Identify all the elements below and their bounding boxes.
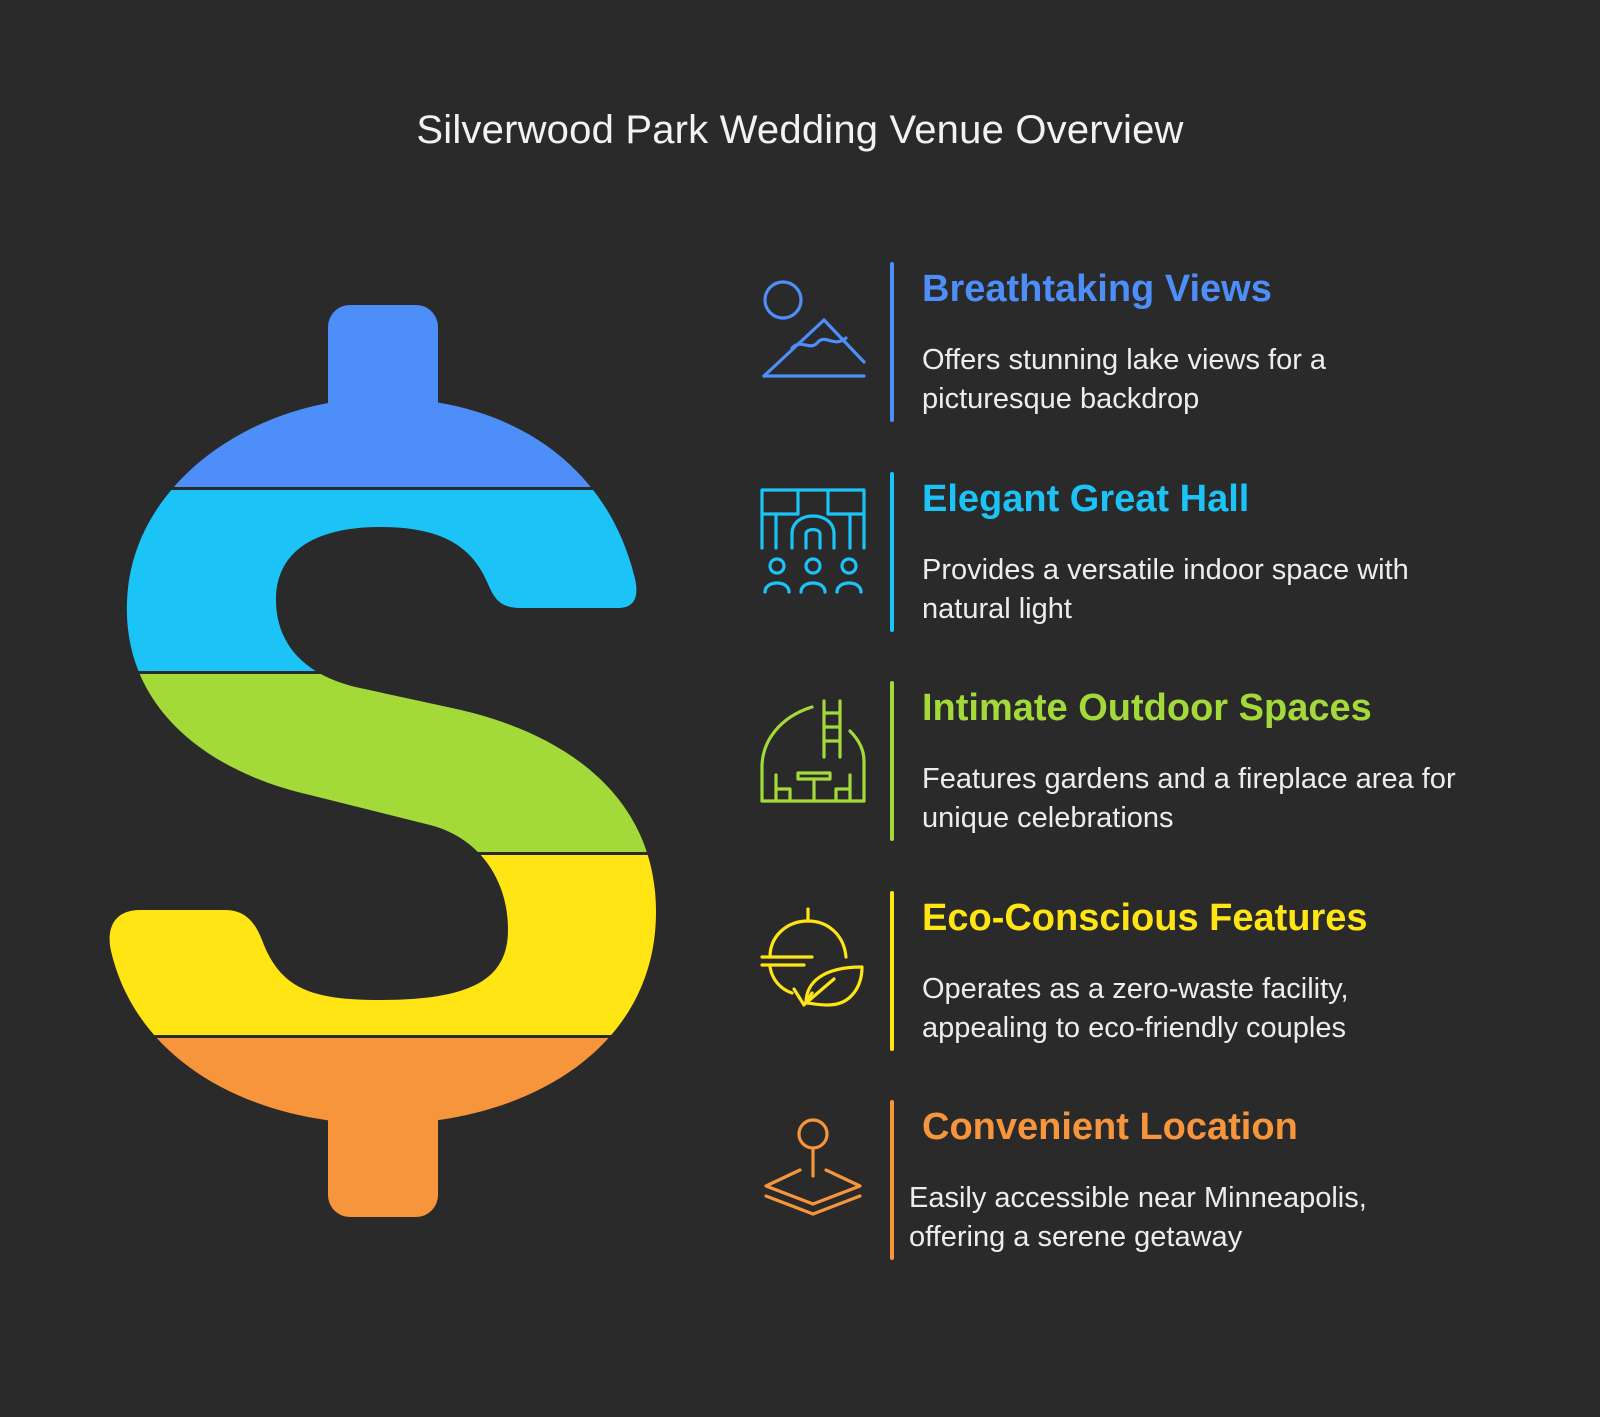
feature-description: Offers stunning lake views for a picture… (922, 344, 1327, 415)
feature-heading: Intimate Outdoor Spaces (922, 687, 1372, 729)
cloche-leaf-icon (760, 907, 864, 1007)
feature-heading: Breathtaking Views (922, 268, 1272, 310)
mountain-landscape-icon (762, 280, 866, 378)
feature-description: Provides a versatile indoor space with n… (922, 554, 1409, 625)
feature-description: Features gardens and a fireplace area fo… (922, 763, 1456, 834)
dollar-band-cyan (109, 490, 657, 671)
feature-divider (890, 681, 894, 841)
feature-heading: Convenient Location (922, 1106, 1298, 1148)
hall-with-people-icon (760, 488, 866, 594)
dollar-band-blue (109, 305, 657, 487)
dollar-band-green (109, 674, 657, 852)
feature-heading: Elegant Great Hall (922, 478, 1250, 520)
feature-divider (890, 262, 894, 422)
feature-heading: Eco-Conscious Features (922, 897, 1368, 939)
dollar-sign-graphic (109, 305, 657, 1217)
dollar-band-orange (109, 1038, 657, 1217)
garden-dome-icon (760, 699, 866, 803)
feature-divider (890, 1100, 894, 1260)
feature-divider (890, 891, 894, 1051)
feature-divider (890, 472, 894, 632)
page-title: Silverwood Park Wedding Venue Overview (416, 108, 1184, 152)
feature-description: Operates as a zero-waste facility, appea… (922, 973, 1349, 1044)
dollar-band-yellow (109, 855, 657, 1035)
feature-description: Easily accessible near Minneapolis, offe… (909, 1182, 1367, 1253)
location-pin-icon (764, 1118, 862, 1216)
